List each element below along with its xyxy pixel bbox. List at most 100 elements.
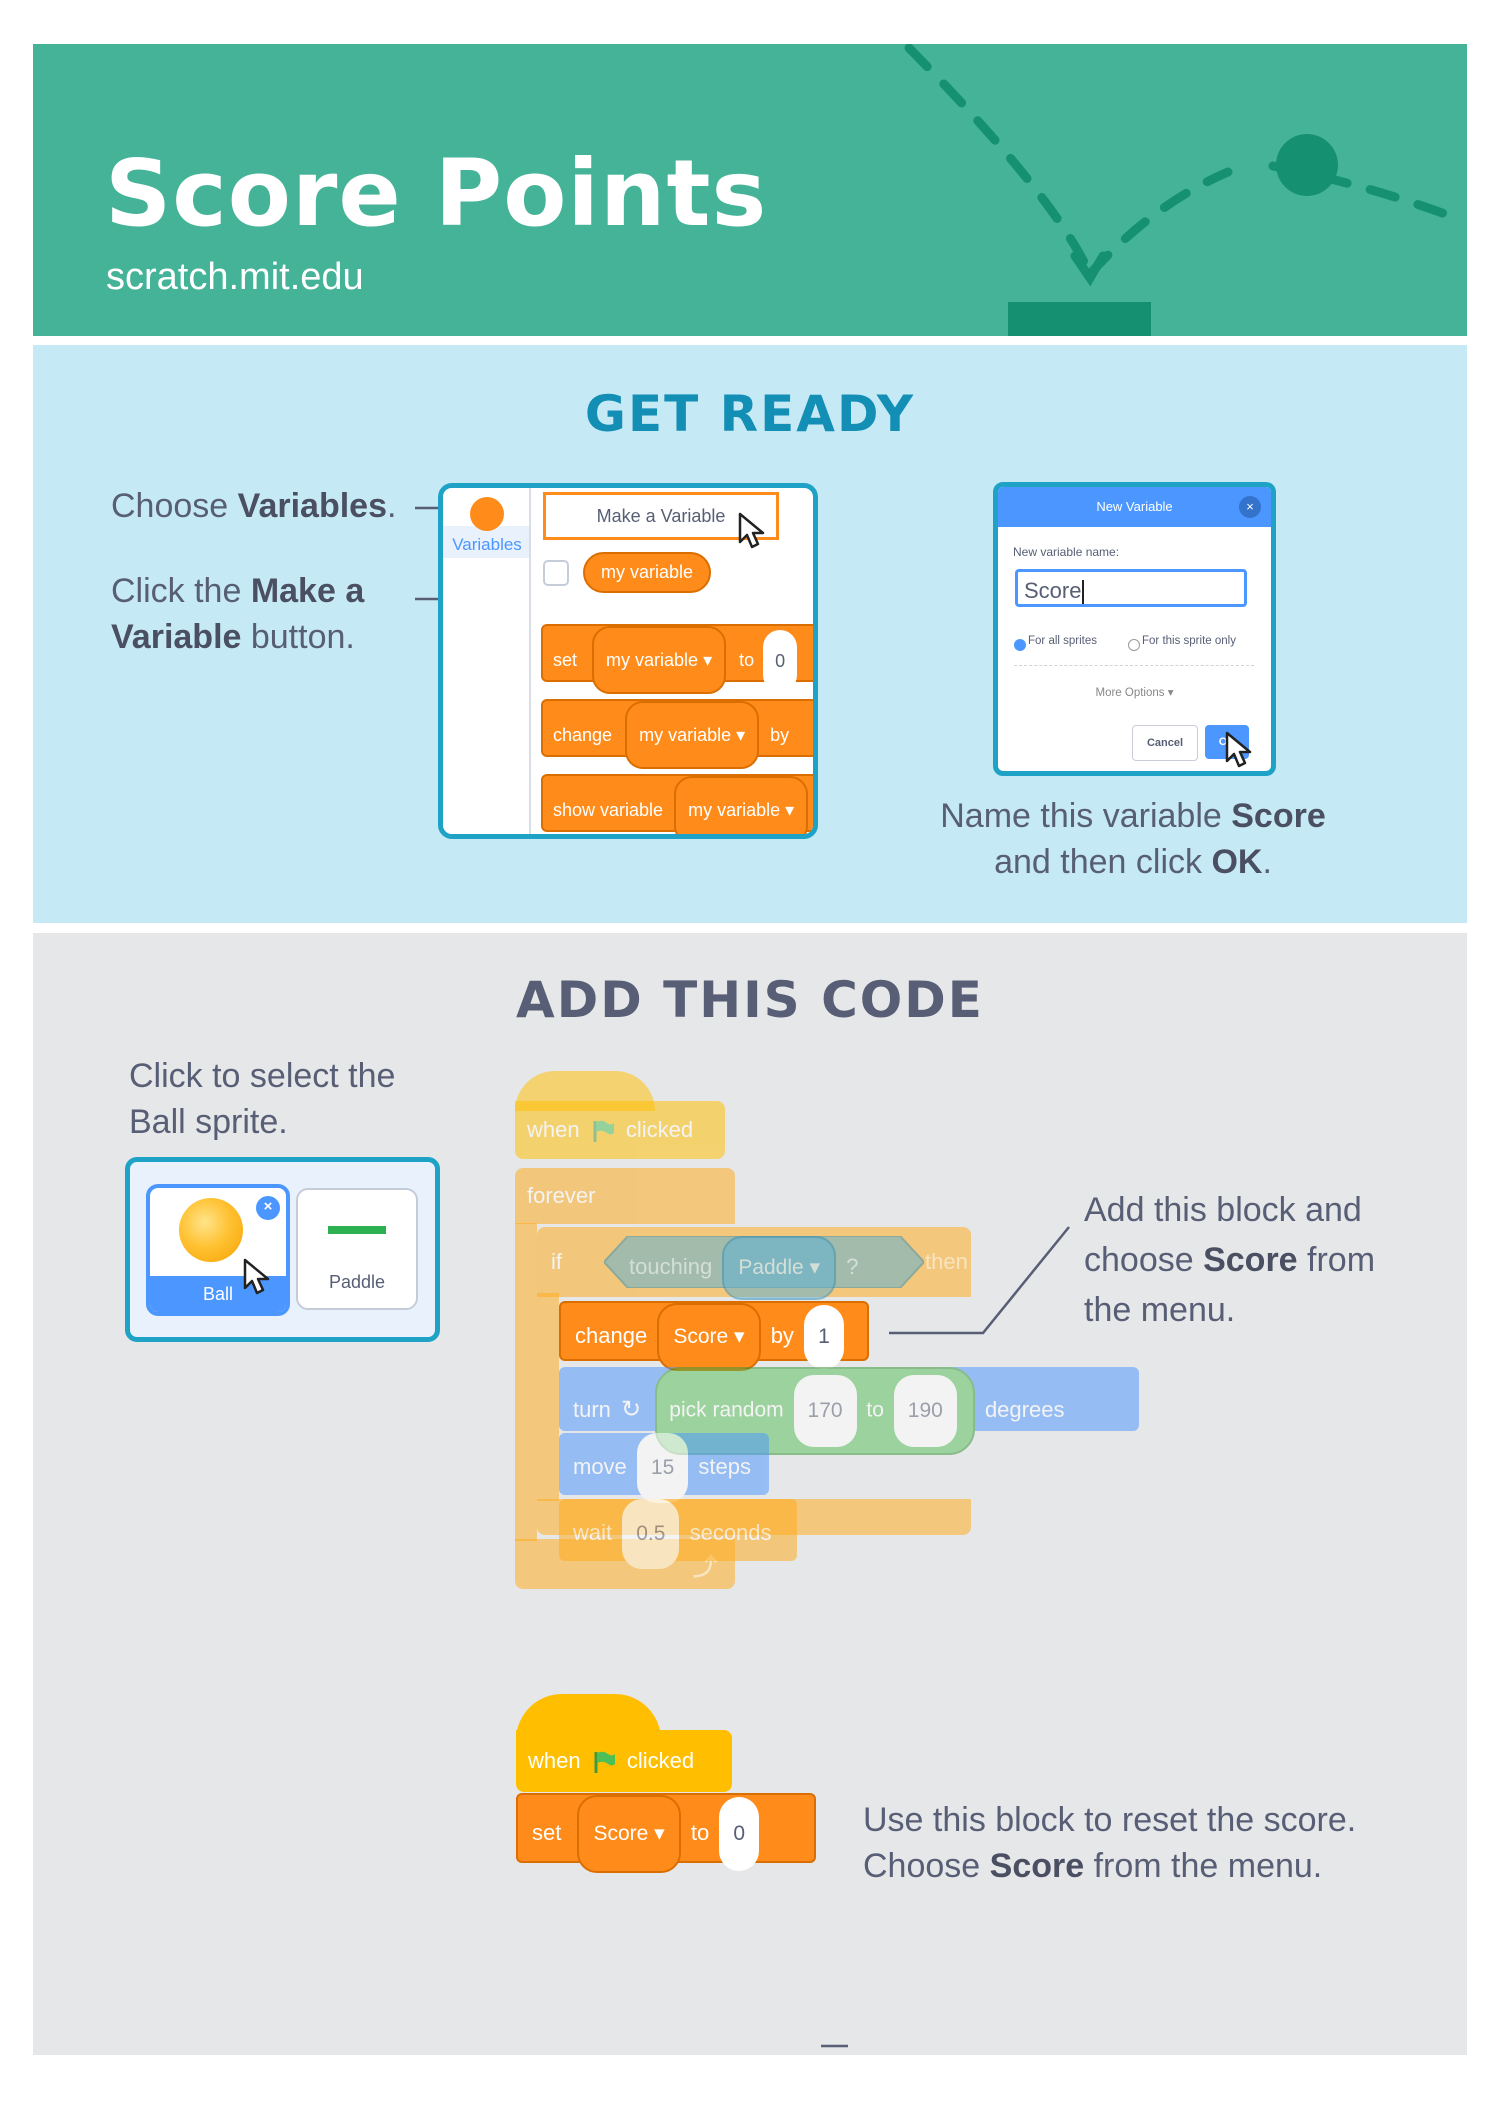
question-mark: ?: [846, 1253, 859, 1279]
ball-sprite-tile[interactable]: × Ball: [146, 1184, 290, 1316]
wait-block[interactable]: wait 0.5 seconds: [559, 1499, 797, 1569]
green-flag-icon: [593, 1120, 614, 1143]
get-ready-section: GET READY Choose Variables. Click the Ma…: [33, 345, 1467, 923]
instruction-bold: Variable: [111, 618, 242, 656]
delete-sprite-icon[interactable]: ×: [254, 1194, 282, 1222]
set-score-block[interactable]: set Score ▾ to 0: [516, 1793, 816, 1873]
more-options-label: More Options: [1095, 687, 1165, 699]
caption-text: and then click: [994, 843, 1212, 881]
select-sprite-instruction: Click to select the Ball sprite.: [129, 1053, 395, 1145]
callout-text: from: [1297, 1241, 1376, 1279]
change-amount-input[interactable]: 1: [804, 1305, 844, 1369]
blocks-palette-screenshot: Variables Make a Variable my variable se…: [438, 483, 818, 839]
variable-dropdown[interactable]: my variable ▾: [592, 626, 727, 694]
my-variable-reporter[interactable]: my variable: [583, 552, 712, 593]
input-value: Score: [1024, 578, 1082, 603]
close-icon[interactable]: ×: [1239, 496, 1261, 518]
callout-text: Choose: [863, 1847, 990, 1885]
dialog-title: New Variable: [998, 487, 1271, 527]
touching-target-dropdown[interactable]: Paddle ▾: [722, 1236, 837, 1300]
radio-for-all-sprites[interactable]: [1014, 639, 1026, 651]
wait-seconds-input[interactable]: 0.5: [622, 1499, 680, 1569]
hat-when: when: [528, 1748, 581, 1773]
more-options-toggle[interactable]: More Options ▾: [1095, 687, 1174, 699]
forever-block-arm: [515, 1223, 537, 1541]
hat-clicked: clicked: [626, 1748, 695, 1773]
variable-dropdown[interactable]: Score ▾: [577, 1795, 681, 1873]
rotate-clockwise-icon: ↻: [621, 1395, 642, 1423]
callout-text: Add this block and: [1084, 1191, 1362, 1229]
green-flag-icon: [594, 1751, 615, 1774]
block-kw: by: [770, 725, 790, 745]
when-flag-clicked-block[interactable]: when clicked: [515, 1101, 725, 1159]
page-header: Score Points scratch.mit.edu: [33, 44, 1467, 336]
divider: [1014, 665, 1254, 666]
touching-sensing-block[interactable]: touching Paddle ▾ ?: [629, 1236, 859, 1300]
caption-text: .: [1262, 843, 1272, 881]
block-op: move: [573, 1453, 627, 1479]
change-variable-block[interactable]: change my variable ▾ by: [541, 699, 813, 769]
variables-category-label[interactable]: Variables: [452, 535, 522, 554]
dropdown-value: my variable: [688, 800, 781, 820]
block-op: turn: [573, 1396, 611, 1422]
block-op: change: [553, 725, 613, 745]
callout-bold: Score: [989, 1847, 1085, 1885]
move-steps-input[interactable]: 15: [636, 1433, 689, 1503]
instruction-text: .: [386, 487, 397, 525]
page-title: Score Points: [105, 140, 768, 247]
hat-clicked: clicked: [625, 1117, 694, 1142]
show-variable-block[interactable]: show variable my variable ▾: [541, 774, 813, 834]
instruction-text: Click the: [111, 572, 251, 610]
block-op: set: [532, 1819, 562, 1845]
forever-block[interactable]: forever: [515, 1168, 735, 1224]
variable-dropdown[interactable]: my variable ▾: [674, 776, 809, 834]
radio-for-this-sprite[interactable]: [1128, 639, 1140, 651]
instruction-text: Click to select the: [129, 1057, 396, 1095]
variables-category-icon[interactable]: [470, 497, 504, 531]
degrees-label: degrees: [984, 1396, 1065, 1422]
value-input[interactable]: 0: [763, 630, 798, 693]
set-value-input[interactable]: 0: [719, 1797, 760, 1871]
random-to-input[interactable]: 190: [893, 1375, 957, 1447]
paddle-sprite-label: Paddle: [328, 1272, 386, 1292]
then-label: then: [925, 1249, 968, 1274]
new-variable-dialog: New Variable × New variable name: Score …: [993, 482, 1276, 776]
cancel-button[interactable]: Cancel: [1132, 725, 1198, 761]
variable-dropdown[interactable]: my variable ▾: [625, 701, 760, 769]
callout-text: Use this block to reset the score.: [863, 1801, 1357, 1839]
sprite-pane-screenshot: × Ball Paddle: [125, 1157, 440, 1342]
caption-bold: OK: [1211, 843, 1263, 881]
variable-checkbox[interactable]: [543, 560, 569, 586]
pick-random-label: pick random: [669, 1398, 784, 1422]
callout-text: choose: [1084, 1241, 1204, 1279]
when-flag-clicked-block[interactable]: when clicked: [516, 1730, 732, 1792]
instruction-bold: Make a: [250, 572, 365, 610]
block-kw: to: [739, 650, 755, 670]
random-from-input[interactable]: 170: [793, 1375, 857, 1447]
forever-label: forever: [527, 1183, 596, 1208]
paddle-sprite-tile[interactable]: Paddle: [296, 1188, 418, 1310]
instruction-choose-variables: Choose Variables.: [111, 483, 396, 529]
block-op: show variable: [553, 800, 664, 820]
dialog-caption: Name this variable Score and then click …: [893, 793, 1373, 885]
block-op: set: [553, 650, 578, 670]
variable-name-input[interactable]: Score: [1015, 569, 1247, 607]
caption-text: Name this variable: [940, 797, 1232, 835]
category-column: Variables: [443, 488, 531, 834]
dropdown-value: my variable: [639, 725, 732, 745]
instruction-text: Ball sprite.: [129, 1103, 288, 1141]
instruction-make-variable: Click the Make a Variable button.: [111, 568, 364, 660]
if-label: if: [551, 1249, 562, 1274]
add-this-code-section: ADD THIS CODE Click to select the Ball s…: [33, 933, 1467, 2055]
move-block[interactable]: move 15 steps: [559, 1433, 769, 1503]
callout-text: from the menu.: [1084, 1847, 1323, 1885]
dropdown-value: Score: [673, 1325, 729, 1348]
site-url: scratch.mit.edu: [106, 256, 364, 298]
change-score-block[interactable]: change Score ▾ by 1: [559, 1301, 869, 1371]
steps-label: steps: [698, 1453, 751, 1479]
set-variable-block[interactable]: set my variable ▾ to 0: [541, 624, 813, 694]
callout-bold: Score: [1203, 1241, 1298, 1279]
option-for-all-sprites: For all sprites: [1028, 635, 1098, 647]
dropdown-value: my variable: [606, 650, 699, 670]
block-op: change: [575, 1322, 648, 1348]
